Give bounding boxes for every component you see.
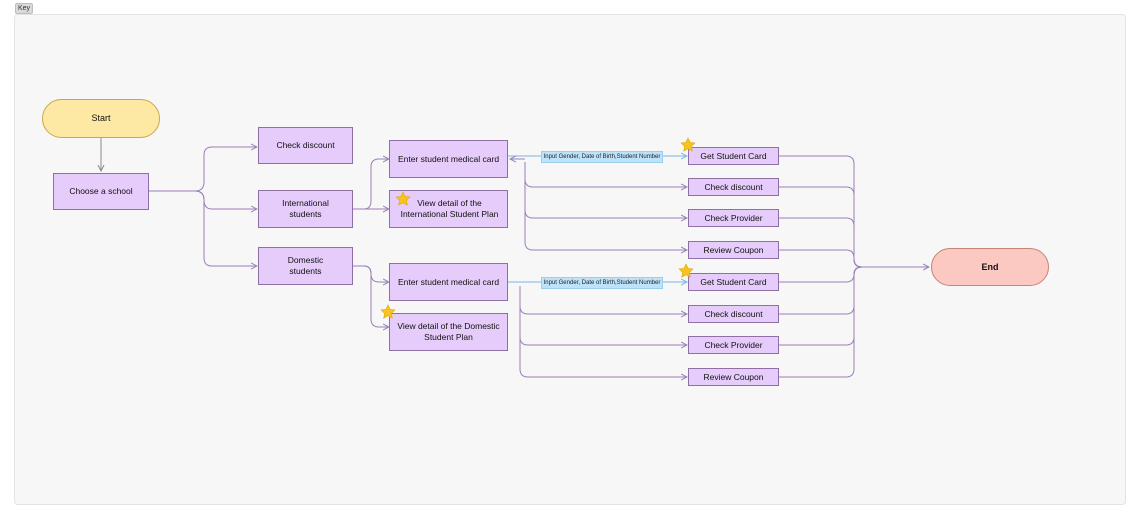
edge-coupon-dom-end: [779, 266, 863, 378]
get-card-intl-node: Get Student Card: [688, 147, 779, 165]
star-icon: [678, 263, 694, 278]
check-discount-intl-node: Check discount: [688, 178, 779, 196]
edge-intl-card-coupon: [524, 162, 687, 250]
key-tab[interactable]: Key: [15, 3, 33, 14]
edge-intl-card-discount: [524, 162, 687, 187]
edge-choose-domestic: [149, 190, 257, 266]
get-card-dom-node: Get Student Card: [688, 273, 779, 291]
check-discount-top-node: Check discount: [258, 127, 353, 164]
domestic-students-node: Domestic students: [258, 247, 353, 285]
view-dom-plan-node: View detail of the Domestic Student Plan: [389, 313, 508, 351]
edge-discount-dom-end: [779, 266, 863, 315]
edge-choose-discount: [149, 147, 257, 192]
edge-intl-card: [353, 159, 389, 210]
enter-card-dom-node: Enter student medical card: [389, 263, 508, 301]
start-node: Start: [42, 99, 160, 138]
edge-discount-intl-end: [779, 186, 863, 268]
edge-dom-card-provider: [519, 286, 687, 345]
edge-getcard-dom-end: [779, 266, 863, 283]
choose-school-node: Choose a school: [53, 173, 149, 210]
input-fields-label-intl: Input Gender, Date of Birth,Student Numb…: [541, 151, 663, 163]
edge-provider-intl-end: [779, 217, 863, 268]
enter-card-intl-node: Enter student medical card: [389, 140, 508, 178]
star-icon: [680, 137, 696, 152]
view-intl-plan-node: View detail of the International Student…: [389, 190, 508, 228]
input-fields-label-dom: Input Gender, Date of Birth,Student Numb…: [541, 277, 663, 289]
star-icon: [380, 304, 396, 319]
edge-choose-international: [149, 190, 257, 209]
edge-provider-dom-end: [779, 266, 863, 346]
end-node: End: [931, 248, 1049, 286]
check-provider-dom-node: Check Provider: [688, 336, 779, 354]
international-students-node: International students: [258, 190, 353, 228]
edge-dom-card-coupon: [519, 286, 687, 377]
review-coupon-dom-node: Review Coupon: [688, 368, 779, 386]
star-icon: [395, 191, 411, 206]
edge-coupon-intl-end: [779, 249, 863, 268]
edge-dom-plan: [353, 265, 389, 327]
review-coupon-intl-node: Review Coupon: [688, 241, 779, 259]
check-provider-intl-node: Check Provider: [688, 209, 779, 227]
edge-intl-card-provider: [524, 162, 687, 218]
check-discount-dom-node: Check discount: [688, 305, 779, 323]
edge-dom-card-discount: [519, 286, 687, 314]
